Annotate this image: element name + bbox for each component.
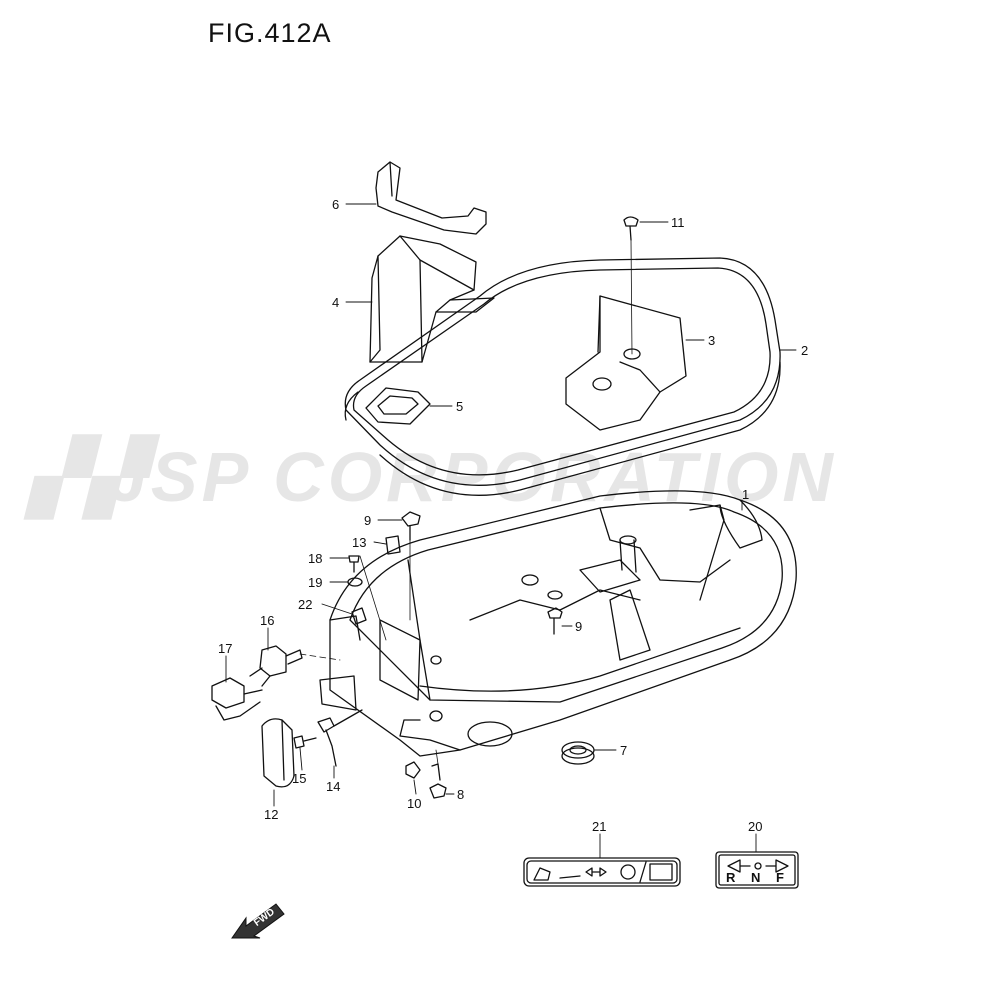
gear-letter-n: N bbox=[751, 870, 760, 885]
callout-3: 3 bbox=[708, 333, 715, 348]
part-17-connector bbox=[211, 677, 263, 721]
callout-17: 17 bbox=[218, 641, 232, 656]
part-9-bolt-lower bbox=[547, 607, 563, 635]
part-8-leader bbox=[435, 749, 439, 765]
callout-15: 15 bbox=[292, 771, 306, 786]
callout-8: 8 bbox=[457, 787, 464, 802]
part-2-seal-ring bbox=[344, 257, 781, 496]
callout-13: 13 bbox=[352, 535, 366, 550]
callout-leaders bbox=[225, 203, 797, 859]
callout-4: 4 bbox=[332, 295, 339, 310]
callout-11: 11 bbox=[671, 215, 685, 230]
callout-16: 16 bbox=[260, 613, 274, 628]
part-18-leader bbox=[359, 555, 387, 641]
part-13-clip bbox=[385, 535, 401, 555]
gear-letter-r: R bbox=[726, 870, 736, 885]
callout-18: 18 bbox=[308, 551, 322, 566]
callout-9-upper: 9 bbox=[364, 513, 371, 528]
callout-20: 20 bbox=[748, 819, 762, 834]
callout-12: 12 bbox=[264, 807, 278, 822]
part-22-nut bbox=[351, 607, 367, 625]
callout-19: 19 bbox=[308, 575, 322, 590]
part-16-fitting bbox=[249, 645, 303, 687]
callout-10: 10 bbox=[407, 796, 421, 811]
part-6-bracket bbox=[375, 161, 487, 235]
part-12-pad bbox=[261, 718, 295, 788]
figure-title: FIG.412A bbox=[208, 18, 332, 48]
part-18-screw bbox=[348, 555, 360, 573]
part-14-lever bbox=[317, 709, 363, 767]
part-9-bolt-upper bbox=[401, 511, 421, 541]
part-11-leader bbox=[630, 239, 633, 355]
part-16-leader bbox=[299, 653, 341, 661]
part-7-plug bbox=[561, 741, 595, 765]
callout-7: 7 bbox=[620, 743, 627, 758]
fwd-arrow-icon: FWD bbox=[231, 903, 285, 939]
gear-letter-f: F bbox=[776, 870, 784, 885]
callout-2: 2 bbox=[801, 343, 808, 358]
part-20-decal bbox=[715, 851, 799, 889]
callout-5: 5 bbox=[456, 399, 463, 414]
part-10-clip bbox=[405, 761, 421, 779]
part-5-grommet bbox=[365, 387, 431, 425]
part-21-decal bbox=[523, 857, 681, 887]
part-3-plate bbox=[565, 295, 687, 431]
callout-21: 21 bbox=[592, 819, 606, 834]
part-1-lower-cover bbox=[319, 490, 797, 757]
callout-14: 14 bbox=[326, 779, 340, 794]
callout-22: 22 bbox=[298, 597, 312, 612]
callout-9-lower: 9 bbox=[575, 619, 582, 634]
part-8-bolt bbox=[429, 763, 447, 799]
callout-6: 6 bbox=[332, 197, 339, 212]
part-15-screw bbox=[293, 735, 317, 749]
watermark: ▞▞JSP CORPORATION bbox=[30, 436, 975, 516]
callout-1: 1 bbox=[742, 487, 749, 502]
watermark-text: JSP CORPORATION bbox=[108, 438, 837, 516]
part-4-guide bbox=[369, 235, 495, 363]
part-11-screw bbox=[623, 216, 639, 241]
